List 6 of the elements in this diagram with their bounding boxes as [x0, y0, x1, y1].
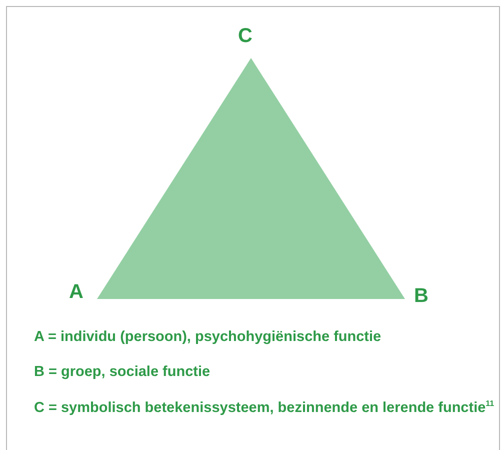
vertex-label: C	[238, 26, 252, 46]
vertex-label: A	[69, 282, 84, 302]
vertex-label: B	[414, 286, 428, 306]
legend-text: C = symbolisch betekenissysteem, bezinnende en lerende functie$^{11}$	[34, 399, 494, 416]
legend-text: B = groep, sociale functie	[34, 364, 210, 380]
legend-text: A = individu (persoon), psychohygiënische functie	[34, 329, 382, 345]
